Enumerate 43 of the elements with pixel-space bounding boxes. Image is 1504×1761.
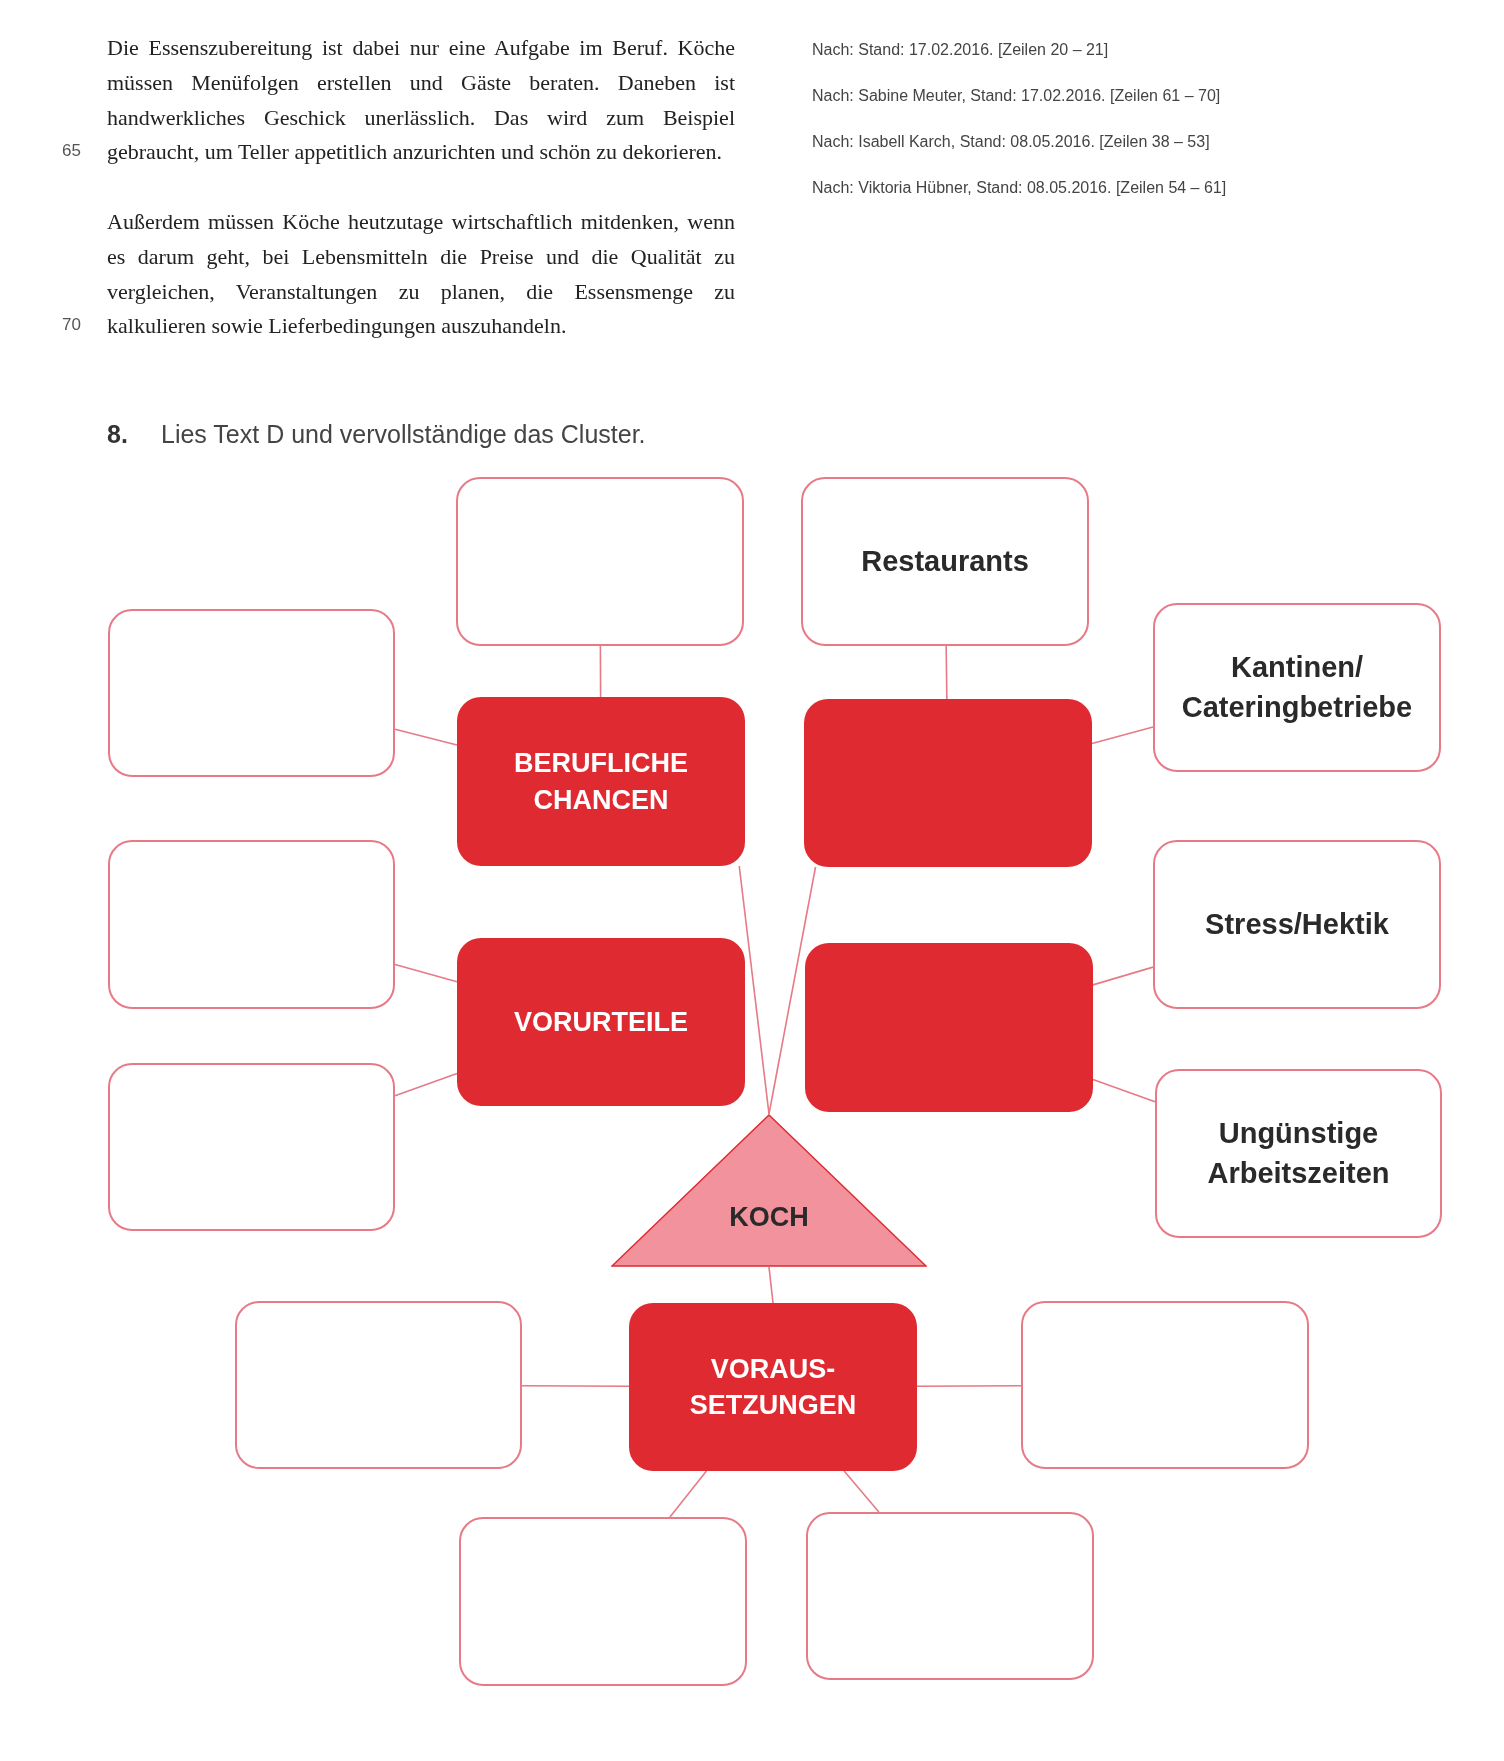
connector-line: [1092, 966, 1154, 986]
source-note: Nach: Stand: 17.02.2016. [Zeilen 20 – 21]: [812, 40, 1110, 60]
source-note: Nach: Viktoria Hübner, Stand: 08.05.2016. [Zeilen 54 – 61]: [812, 178, 1228, 198]
task-number: 8.: [107, 420, 128, 449]
filled-box: [804, 699, 1092, 867]
term-box: Ungünstige Arbeitszeiten: [1155, 1069, 1442, 1238]
line-number: 70: [62, 315, 81, 335]
line-number: 65: [62, 141, 81, 161]
filled-box: [805, 943, 1093, 1112]
term-box: Stress/Hektik: [1153, 840, 1441, 1009]
task-instruction: Lies Text D und vervollständige das Cluster.: [161, 420, 646, 449]
category-box: VORAUS-SETZUNGEN: [629, 1303, 917, 1471]
paragraph: Die Essenszubereitung ist dabei nur eine Aufgabe im Beruf. Köche müssen Menüfolgen erstellen und Gäste beraten. Daneben ist handwerkliches Geschick unerlässlich. Das wird zum Beispiel gebraucht, um Teller appetitlich anzurichten und schön zu dekorieren.: [107, 34, 735, 167]
connector-line: [521, 1384, 630, 1388]
connector-line: [669, 1470, 708, 1518]
connector-line: [945, 645, 948, 700]
category-box: BERUFLICHE CHANCEN: [457, 697, 745, 866]
source-note: Nach: Sabine Meuter, Stand: 17.02.2016. [Zeilen 61 – 70]: [812, 86, 1222, 106]
connector-line: [916, 1384, 1022, 1388]
connector-line: [843, 1470, 880, 1513]
answer-box: [108, 1063, 395, 1231]
term-box: Restaurants: [801, 477, 1089, 646]
answer-box: [1021, 1301, 1309, 1469]
connector-line: [1091, 726, 1154, 745]
answer-box: [456, 477, 744, 646]
answer-box: [108, 840, 395, 1009]
answer-box: [108, 609, 395, 777]
connector-line: [738, 865, 770, 1115]
answer-box: [806, 1512, 1094, 1680]
connector-line: [394, 1072, 458, 1097]
connector-line: [394, 728, 458, 746]
paragraph: Außerdem müssen Köche heutzutage wirtschaftlich mitdenken, wenn es darum geht, bei Lebensmitteln die Preise und die Qualität zu vergleichen, Veranstaltungen zu planen, die Essensmenge zu kalkulieren sowie Lieferbedingungen auszuhandeln.: [107, 208, 735, 341]
connector-line: [768, 866, 817, 1115]
connector-line: [394, 963, 458, 983]
node-label: KOCH: [728, 1202, 810, 1233]
category-box: VORURTEILE: [457, 938, 745, 1106]
answer-box: [235, 1301, 522, 1469]
answer-box: [459, 1517, 747, 1686]
source-note: Nach: Isabell Karch, Stand: 08.05.2016. [Zeilen 38 – 53]: [812, 132, 1211, 152]
term-box: Kantinen/ Cateringbetriebe: [1153, 603, 1441, 772]
connector-line: [599, 645, 602, 698]
connector-line: [768, 1266, 774, 1304]
connector-line: [1092, 1078, 1156, 1103]
